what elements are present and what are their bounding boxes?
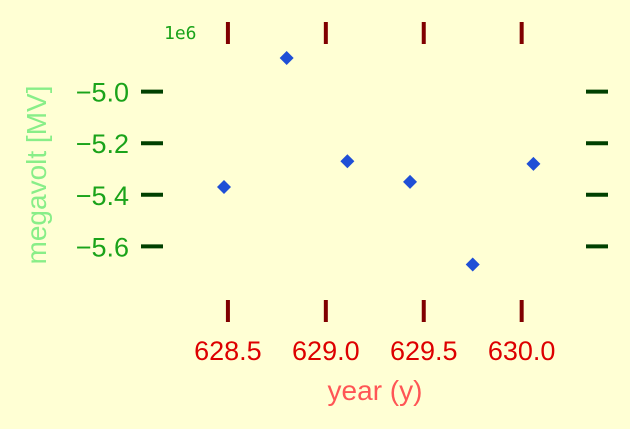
y-offset-label: 1e6 <box>164 23 197 44</box>
data-point <box>526 156 541 171</box>
data-point <box>279 51 294 66</box>
x-tick-label: 629.5 <box>390 336 458 366</box>
data-point <box>340 154 355 169</box>
y-axis: −5.0 −5.2 −5.4 −5.6 <box>76 78 608 262</box>
x-axis-label: year (y) <box>328 375 423 406</box>
data-point <box>217 180 231 195</box>
x-tick-label: 630.0 <box>488 336 556 366</box>
y-axis-label: megavolt [MV] <box>21 86 52 265</box>
y-tick-label: −5.4 <box>76 181 129 211</box>
y-tick-label: −5.6 <box>76 232 129 262</box>
x-axis: 628.5 629.0 629.5 630.0 <box>194 22 555 366</box>
x-tick-label: 628.5 <box>194 336 262 366</box>
y-tick-label: −5.0 <box>76 78 129 108</box>
data-point <box>465 257 480 272</box>
x-tick-label: 629.0 <box>292 336 360 366</box>
y-tick-label: −5.2 <box>76 129 129 159</box>
data-point <box>403 174 418 189</box>
data-points <box>217 51 541 272</box>
